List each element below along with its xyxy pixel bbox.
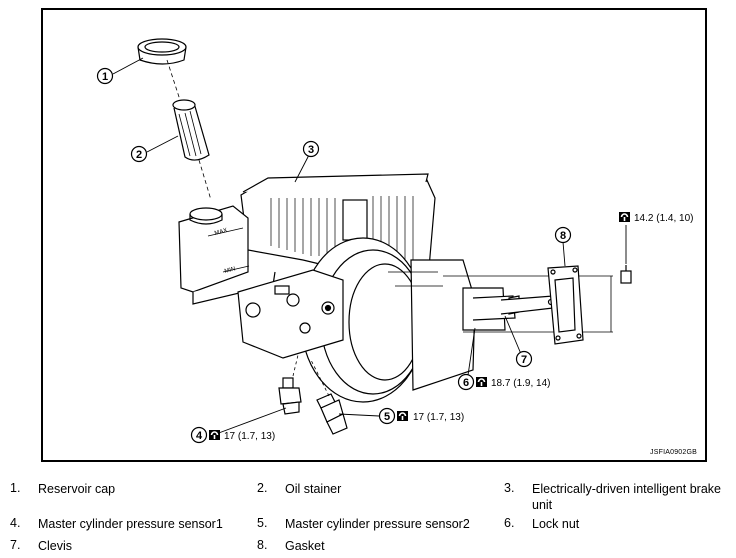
torque-spec-4: 17 (1.7, 13) [208,429,275,442]
reservoir-drawing [178,205,276,305]
svg-text:17 (1.7, 13): 17 (1.7, 13) [413,412,464,423]
svg-text:8: 8 [560,230,566,242]
stud-nut-drawing [620,265,632,284]
callout-5: 5 [378,407,396,425]
oil-strainer-drawing [172,99,210,161]
svg-text:3: 3 [308,144,314,156]
torque-spec-6: 18.7 (1.9, 14) [475,376,550,389]
callout-8: 8 [554,226,572,244]
torque-wrench-icon [618,211,631,223]
leader-lines [112,57,627,435]
pressure-sensor2-drawing [316,393,348,435]
svg-text:5: 5 [384,411,390,423]
torque-wrench-icon [396,410,409,422]
callout-7: 7 [515,350,533,368]
svg-text:7: 7 [521,354,527,366]
torque-wrench-icon [208,429,221,441]
diagram-figure: MAX MIN [41,8,707,462]
reservoir-min-mark: MIN [224,266,236,275]
figure-id: JSFIA0902GB [650,449,697,456]
torque-spec-5: 17 (1.7, 13) [396,410,464,423]
callout-4: 4 [190,426,208,444]
svg-text:4: 4 [196,430,203,442]
svg-text:6: 6 [463,377,469,389]
master-cylinder-drawing [237,269,344,359]
pressure-sensor1-drawing [278,377,302,415]
reservoir-cap-drawing [137,38,187,65]
svg-text:18.7 (1.9, 14): 18.7 (1.9, 14) [491,378,550,389]
svg-text:1: 1 [102,71,108,83]
reservoir-max-mark: MAX [214,228,228,237]
callout-6: 6 [457,373,475,391]
gasket-drawing [547,265,584,345]
svg-text:2: 2 [136,149,142,161]
svg-text:17 (1.7, 13): 17 (1.7, 13) [224,431,275,442]
callout-1: 1 [96,67,114,85]
brake-unit-illustration: MAX MIN [96,38,693,444]
svg-text:14.2 (1.4, 10): 14.2 (1.4, 10) [634,213,693,224]
torque-spec-8: 14.2 (1.4, 10) [618,211,693,224]
torque-wrench-icon [475,376,488,388]
callout-3: 3 [302,140,320,158]
callout-2: 2 [130,145,148,163]
